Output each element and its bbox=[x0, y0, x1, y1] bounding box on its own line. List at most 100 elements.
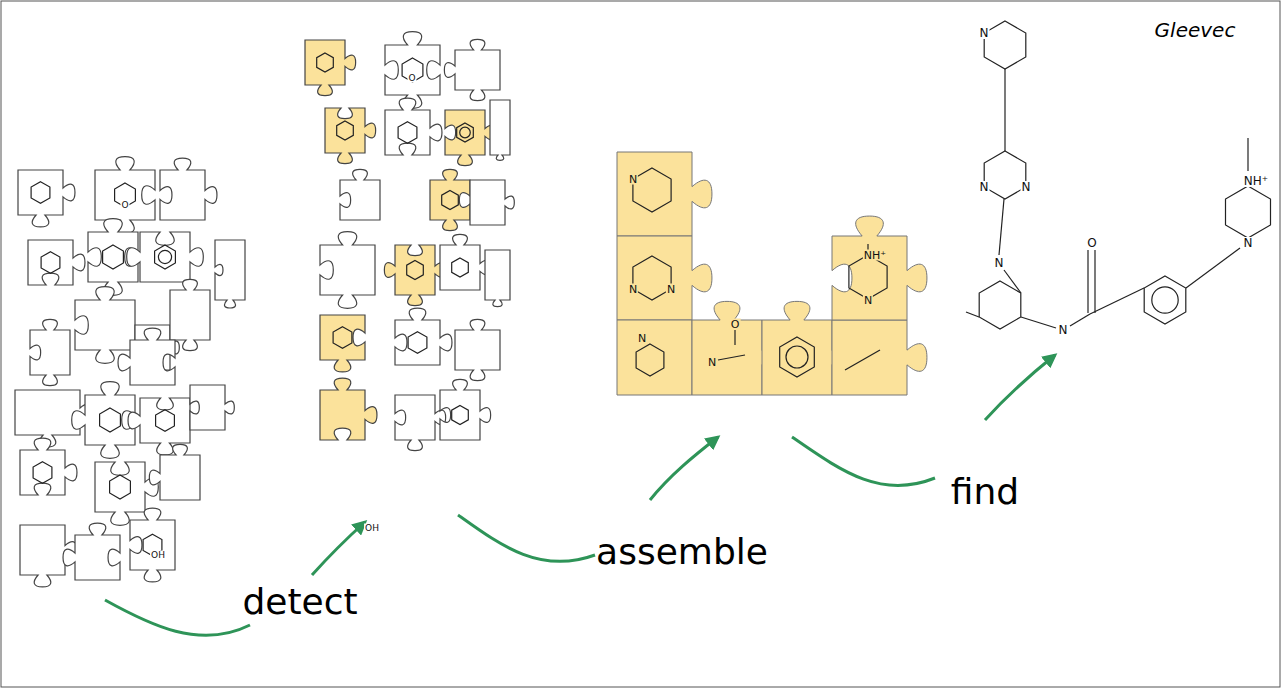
atom-label: N bbox=[1058, 324, 1069, 336]
puzzle-piece bbox=[305, 40, 356, 96]
puzzle-piece bbox=[430, 169, 470, 230]
puzzle-piece bbox=[28, 240, 85, 285]
assembled-piece bbox=[617, 320, 692, 395]
puzzle-piece bbox=[149, 444, 200, 500]
puzzle-piece bbox=[384, 245, 445, 306]
puzzle-piece bbox=[485, 250, 510, 307]
ring bbox=[158, 250, 171, 263]
atom-label: NH⁺ bbox=[863, 250, 887, 261]
ring bbox=[636, 344, 664, 376]
puzzle-piece bbox=[385, 98, 442, 155]
atom-label: N bbox=[707, 357, 717, 368]
puzzle-piece bbox=[395, 395, 446, 451]
atom-label: N bbox=[979, 181, 990, 193]
atom-label: N bbox=[628, 174, 638, 185]
ring bbox=[849, 255, 887, 299]
puzzle-piece bbox=[440, 379, 491, 440]
puzzle-piece bbox=[20, 438, 77, 495]
puzzle-piece bbox=[320, 378, 377, 440]
puzzle-piece bbox=[470, 180, 514, 225]
ring bbox=[452, 405, 469, 424]
ring bbox=[100, 408, 121, 432]
puzzle-piece bbox=[385, 32, 440, 109]
atom-label: OH bbox=[150, 551, 166, 560]
ring bbox=[979, 281, 1021, 329]
atom-label: O bbox=[730, 319, 741, 330]
ring bbox=[442, 190, 459, 209]
puzzle-piece bbox=[118, 328, 175, 385]
puzzle-piece bbox=[320, 232, 375, 309]
ring bbox=[333, 327, 352, 349]
atom-label: N bbox=[979, 27, 990, 39]
puzzle-piece bbox=[445, 110, 496, 166]
ring bbox=[984, 21, 1026, 69]
puzzle-piece bbox=[130, 508, 175, 582]
puzzle-piece bbox=[395, 308, 452, 365]
ring bbox=[41, 252, 60, 274]
puzzle-piece bbox=[320, 315, 365, 372]
puzzle-piece bbox=[340, 169, 380, 220]
atom-label: NH⁺ bbox=[1243, 175, 1269, 187]
ring bbox=[1144, 276, 1186, 324]
assembled-piece bbox=[617, 236, 712, 320]
atom-label: OH bbox=[364, 524, 380, 533]
ring bbox=[633, 168, 671, 212]
ring bbox=[780, 337, 815, 377]
puzzle-piece bbox=[325, 108, 376, 164]
atom-label: N bbox=[628, 284, 638, 295]
puzzle-piece bbox=[18, 170, 75, 227]
atom-label: O bbox=[120, 201, 129, 210]
puzzle-piece bbox=[190, 385, 234, 430]
ring bbox=[786, 346, 808, 368]
atom-label: O bbox=[1086, 237, 1097, 249]
ring bbox=[156, 410, 175, 432]
step-label: find bbox=[951, 474, 1019, 510]
ring bbox=[1226, 186, 1271, 238]
ring bbox=[460, 127, 471, 138]
flow-arrows bbox=[105, 355, 1055, 635]
atom-label: N bbox=[666, 284, 676, 295]
puzzle-piece bbox=[30, 319, 70, 385]
puzzle-piece bbox=[75, 287, 135, 364]
ring bbox=[452, 258, 469, 277]
ring bbox=[317, 53, 334, 72]
puzzle-piece bbox=[170, 279, 210, 350]
puzzle-piece bbox=[490, 100, 510, 160]
puzzle-piece bbox=[455, 319, 500, 380]
ring bbox=[1152, 287, 1178, 313]
atom-label: N bbox=[637, 333, 647, 344]
puzzle-piece bbox=[127, 232, 204, 282]
puzzle-piece bbox=[215, 240, 245, 308]
puzzle-piece bbox=[63, 523, 120, 580]
atom-label: N bbox=[1243, 237, 1254, 249]
puzzle-piece bbox=[160, 158, 217, 220]
atom-label: N bbox=[1021, 181, 1032, 193]
ring bbox=[33, 462, 52, 484]
ring bbox=[31, 182, 50, 204]
ring bbox=[337, 121, 354, 140]
puzzle-piece bbox=[444, 39, 500, 100]
ring bbox=[402, 58, 423, 82]
assembled-piece bbox=[832, 216, 927, 320]
atom-label: N bbox=[994, 257, 1005, 269]
molecule-name: Gleevec bbox=[1155, 20, 1236, 40]
gleevec-structure bbox=[966, 69, 1248, 328]
step-label: assemble bbox=[596, 534, 768, 570]
atom-label: N bbox=[863, 295, 873, 306]
puzzle-piece bbox=[440, 234, 491, 290]
ring bbox=[407, 260, 424, 279]
assembled-piece bbox=[617, 152, 712, 236]
puzzle-pieces bbox=[15, 32, 927, 587]
ring bbox=[103, 245, 124, 269]
puzzle-piece bbox=[72, 382, 135, 459]
ring bbox=[457, 123, 474, 142]
assembled-piece bbox=[832, 320, 927, 395]
ring bbox=[110, 475, 131, 499]
ring-symbols bbox=[31, 21, 1270, 556]
step-label: detect bbox=[242, 584, 357, 620]
ring bbox=[155, 245, 176, 269]
atom-label: O bbox=[407, 74, 416, 83]
ring bbox=[408, 332, 427, 354]
